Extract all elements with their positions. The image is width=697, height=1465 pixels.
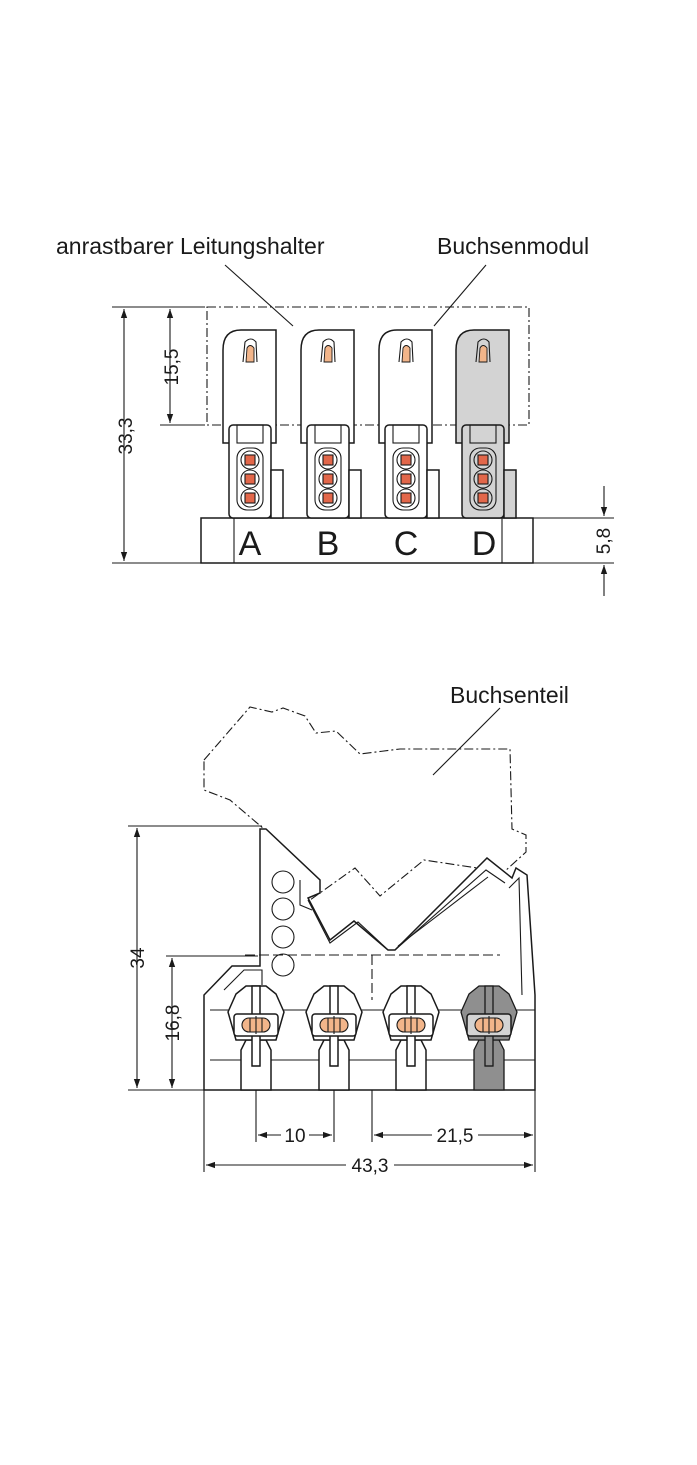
- contact-ring: [473, 488, 493, 508]
- socket-latch: [469, 424, 497, 444]
- module-side-a: [227, 985, 285, 1091]
- socket-latch: [392, 424, 420, 444]
- contact-ring: [318, 450, 338, 470]
- contact-ring: [240, 469, 260, 489]
- housing-hole: [271, 953, 295, 977]
- position-label-a: A: [239, 525, 262, 563]
- cable-holder: [455, 329, 510, 444]
- contact: [477, 473, 489, 485]
- holder-slot: [320, 338, 336, 363]
- module-side-d: [460, 985, 518, 1091]
- housing-hole: [271, 925, 295, 949]
- contact: [400, 473, 412, 485]
- position-label-d: D: [472, 525, 497, 563]
- contact-carrier: [236, 447, 264, 511]
- contact-ring: [240, 488, 260, 508]
- holder-slot: [242, 338, 258, 363]
- leader-cable-holder: [224, 264, 294, 327]
- dim-base-height: 5,8: [594, 528, 615, 554]
- dim-holder-height: 15,5: [162, 349, 183, 386]
- cable-holder: [222, 329, 277, 444]
- contact: [322, 492, 334, 504]
- side-bracket: [426, 469, 440, 519]
- cable-holder: [300, 329, 355, 444]
- contact: [244, 454, 256, 466]
- contact: [400, 492, 412, 504]
- contact-ring: [240, 450, 260, 470]
- side-view: 34 16,8 10 21,5 43,3: [128, 706, 536, 1177]
- contact-ring: [473, 469, 493, 489]
- contact-ring: [318, 488, 338, 508]
- contact-carrier: [314, 447, 342, 511]
- module-top-b: [300, 329, 362, 519]
- holder-envelope: [206, 306, 530, 426]
- socket-body: [228, 424, 272, 519]
- contact-ring: [396, 469, 416, 489]
- position-label-b: B: [317, 525, 340, 563]
- top-modules: [222, 329, 517, 519]
- contact: [477, 492, 489, 504]
- contact-carrier: [469, 447, 497, 511]
- dim-pitch: 10: [284, 1126, 305, 1147]
- contact-ring: [396, 450, 416, 470]
- dim-total-height-side: 34: [128, 947, 149, 969]
- holder-slot-fill: [478, 345, 488, 363]
- module-top-a: [222, 329, 284, 519]
- socket-body: [306, 424, 350, 519]
- socket-latch: [236, 424, 264, 444]
- base-bar: [200, 517, 534, 564]
- socket-housing: [203, 828, 536, 1091]
- holder-slot: [475, 338, 491, 363]
- dim-socket-height: 16,8: [163, 1005, 184, 1042]
- holder-slot-fill: [323, 345, 333, 363]
- contact-carrier: [392, 447, 420, 511]
- module-top-c: [378, 329, 440, 519]
- module-top-d: [455, 329, 517, 519]
- side-bracket: [270, 469, 284, 519]
- contact: [244, 473, 256, 485]
- contact-ring: [473, 450, 493, 470]
- contact: [400, 454, 412, 466]
- socket-body: [384, 424, 428, 519]
- side-bracket: [348, 469, 362, 519]
- dim-total-width: 43,3: [352, 1156, 389, 1177]
- dim-total-height-top: 33,3: [116, 418, 137, 455]
- holder-slot-fill: [401, 345, 411, 363]
- holder-slot-fill: [245, 345, 255, 363]
- socket-body: [461, 424, 505, 519]
- label-socket-module: Buchsenmodul: [437, 233, 590, 259]
- contact: [244, 492, 256, 504]
- contact: [322, 454, 334, 466]
- socket-latch: [314, 424, 342, 444]
- housing-hole: [271, 897, 295, 921]
- contact-ring: [396, 488, 416, 508]
- cable-holder: [378, 329, 433, 444]
- side-modules: [227, 985, 518, 1091]
- module-side-c: [382, 985, 440, 1091]
- top-view: A B C D 33,3 15,5 5,8: [112, 264, 615, 596]
- label-socket-part: Buchsenteil: [450, 682, 569, 708]
- holder-slot: [398, 338, 414, 363]
- side-bracket: [503, 469, 517, 519]
- dim-offset: 21,5: [437, 1126, 474, 1147]
- label-cable-holder: anrastbarer Leitungshalter: [56, 233, 325, 259]
- contact: [322, 473, 334, 485]
- position-label-c: C: [394, 525, 419, 563]
- leader-socket-part: [432, 707, 501, 776]
- contact: [477, 454, 489, 466]
- contact-ring: [318, 469, 338, 489]
- leader-socket-module: [433, 264, 487, 327]
- module-side-b: [305, 985, 363, 1091]
- housing-hole: [271, 870, 295, 894]
